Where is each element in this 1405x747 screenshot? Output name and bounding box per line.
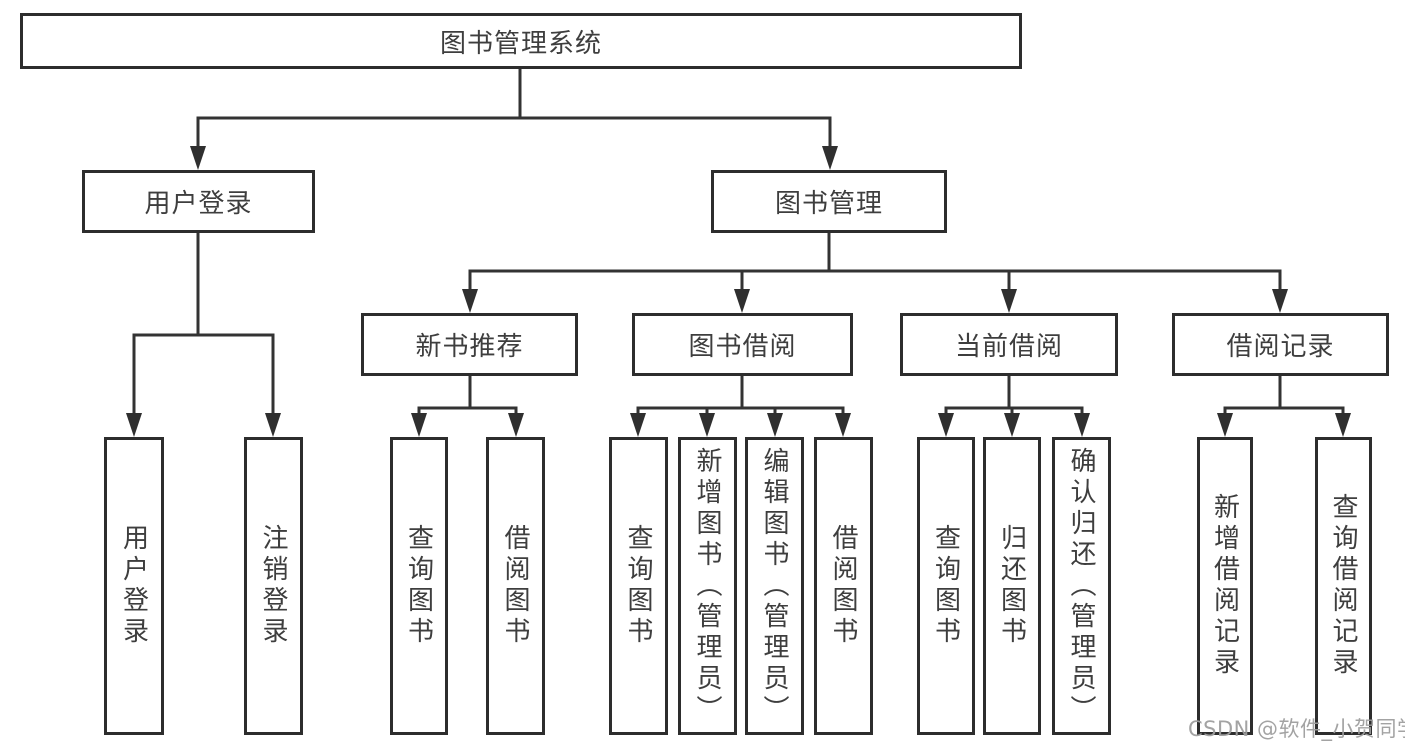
node-book-management: 图书管理: [711, 170, 947, 233]
connector-new-book-recommend-to-leaves: [417, 376, 518, 419]
leaf-confirm-return-admin: 确认归还（管理员）: [1052, 437, 1111, 735]
arrowhead-icon: [126, 413, 142, 437]
node-new-book-recommend: 新书推荐: [361, 313, 578, 376]
arrowhead-icon: [1074, 413, 1090, 437]
connector-book-management-to-level3: [468, 233, 1282, 295]
node-borrow-records: 借阅记录: [1172, 313, 1389, 376]
node-current-borrow: 当前借阅: [900, 313, 1118, 376]
connector-user-login-to-leaves: [132, 233, 275, 419]
leaf-logout: 注销登录: [244, 437, 303, 735]
leaf-query-books-current: 查询图书: [917, 437, 975, 735]
arrowhead-icon: [1272, 289, 1288, 313]
connector-borrow-records-to-leaves: [1223, 376, 1345, 419]
leaf-borrow-books-recommend: 借阅图书: [486, 437, 545, 735]
leaf-query-books-borrow: 查询图书: [609, 437, 668, 735]
arrowhead-icon: [630, 413, 646, 437]
arrowhead-icon: [835, 413, 851, 437]
arrowhead-icon: [265, 413, 281, 437]
leaf-borrow-books-borrow: 借阅图书: [814, 437, 873, 735]
arrowhead-icon: [734, 289, 750, 313]
leaf-user-login: 用户登录: [104, 437, 164, 735]
connector-current-borrow-to-leaves: [944, 376, 1084, 419]
arrowhead-icon: [767, 413, 783, 437]
leaf-add-borrow-record: 新增借阅记录: [1197, 437, 1253, 735]
leaf-query-books-recommend: 查询图书: [390, 437, 448, 735]
arrowhead-icon: [822, 146, 838, 170]
arrowhead-icon: [190, 146, 206, 170]
leaf-query-borrow-record: 查询借阅记录: [1315, 437, 1372, 735]
arrowhead-icon: [699, 413, 715, 437]
arrowhead-icon: [1335, 413, 1351, 437]
node-book-borrow: 图书借阅: [632, 313, 853, 376]
connector-root-to-level2: [196, 69, 832, 152]
watermark: CSDN @软件_小贺同学: [1188, 717, 1405, 741]
arrowhead-icon: [1004, 413, 1020, 437]
connector-book-borrow-to-leaves: [636, 376, 845, 419]
leaf-add-book-admin: 新增图书（管理员）: [678, 437, 737, 735]
leaf-edit-book-admin: 编辑图书（管理员）: [745, 437, 804, 735]
arrowhead-icon: [1001, 289, 1017, 313]
node-root-library-management-system: 图书管理系统: [20, 13, 1022, 69]
leaf-return-books: 归还图书: [983, 437, 1041, 735]
arrowhead-icon: [938, 413, 954, 437]
arrowhead-icon: [411, 413, 427, 437]
arrowhead-icon: [1217, 413, 1233, 437]
node-user-login: 用户登录: [82, 170, 315, 233]
arrowhead-icon: [508, 413, 524, 437]
arrowhead-icon: [462, 289, 478, 313]
